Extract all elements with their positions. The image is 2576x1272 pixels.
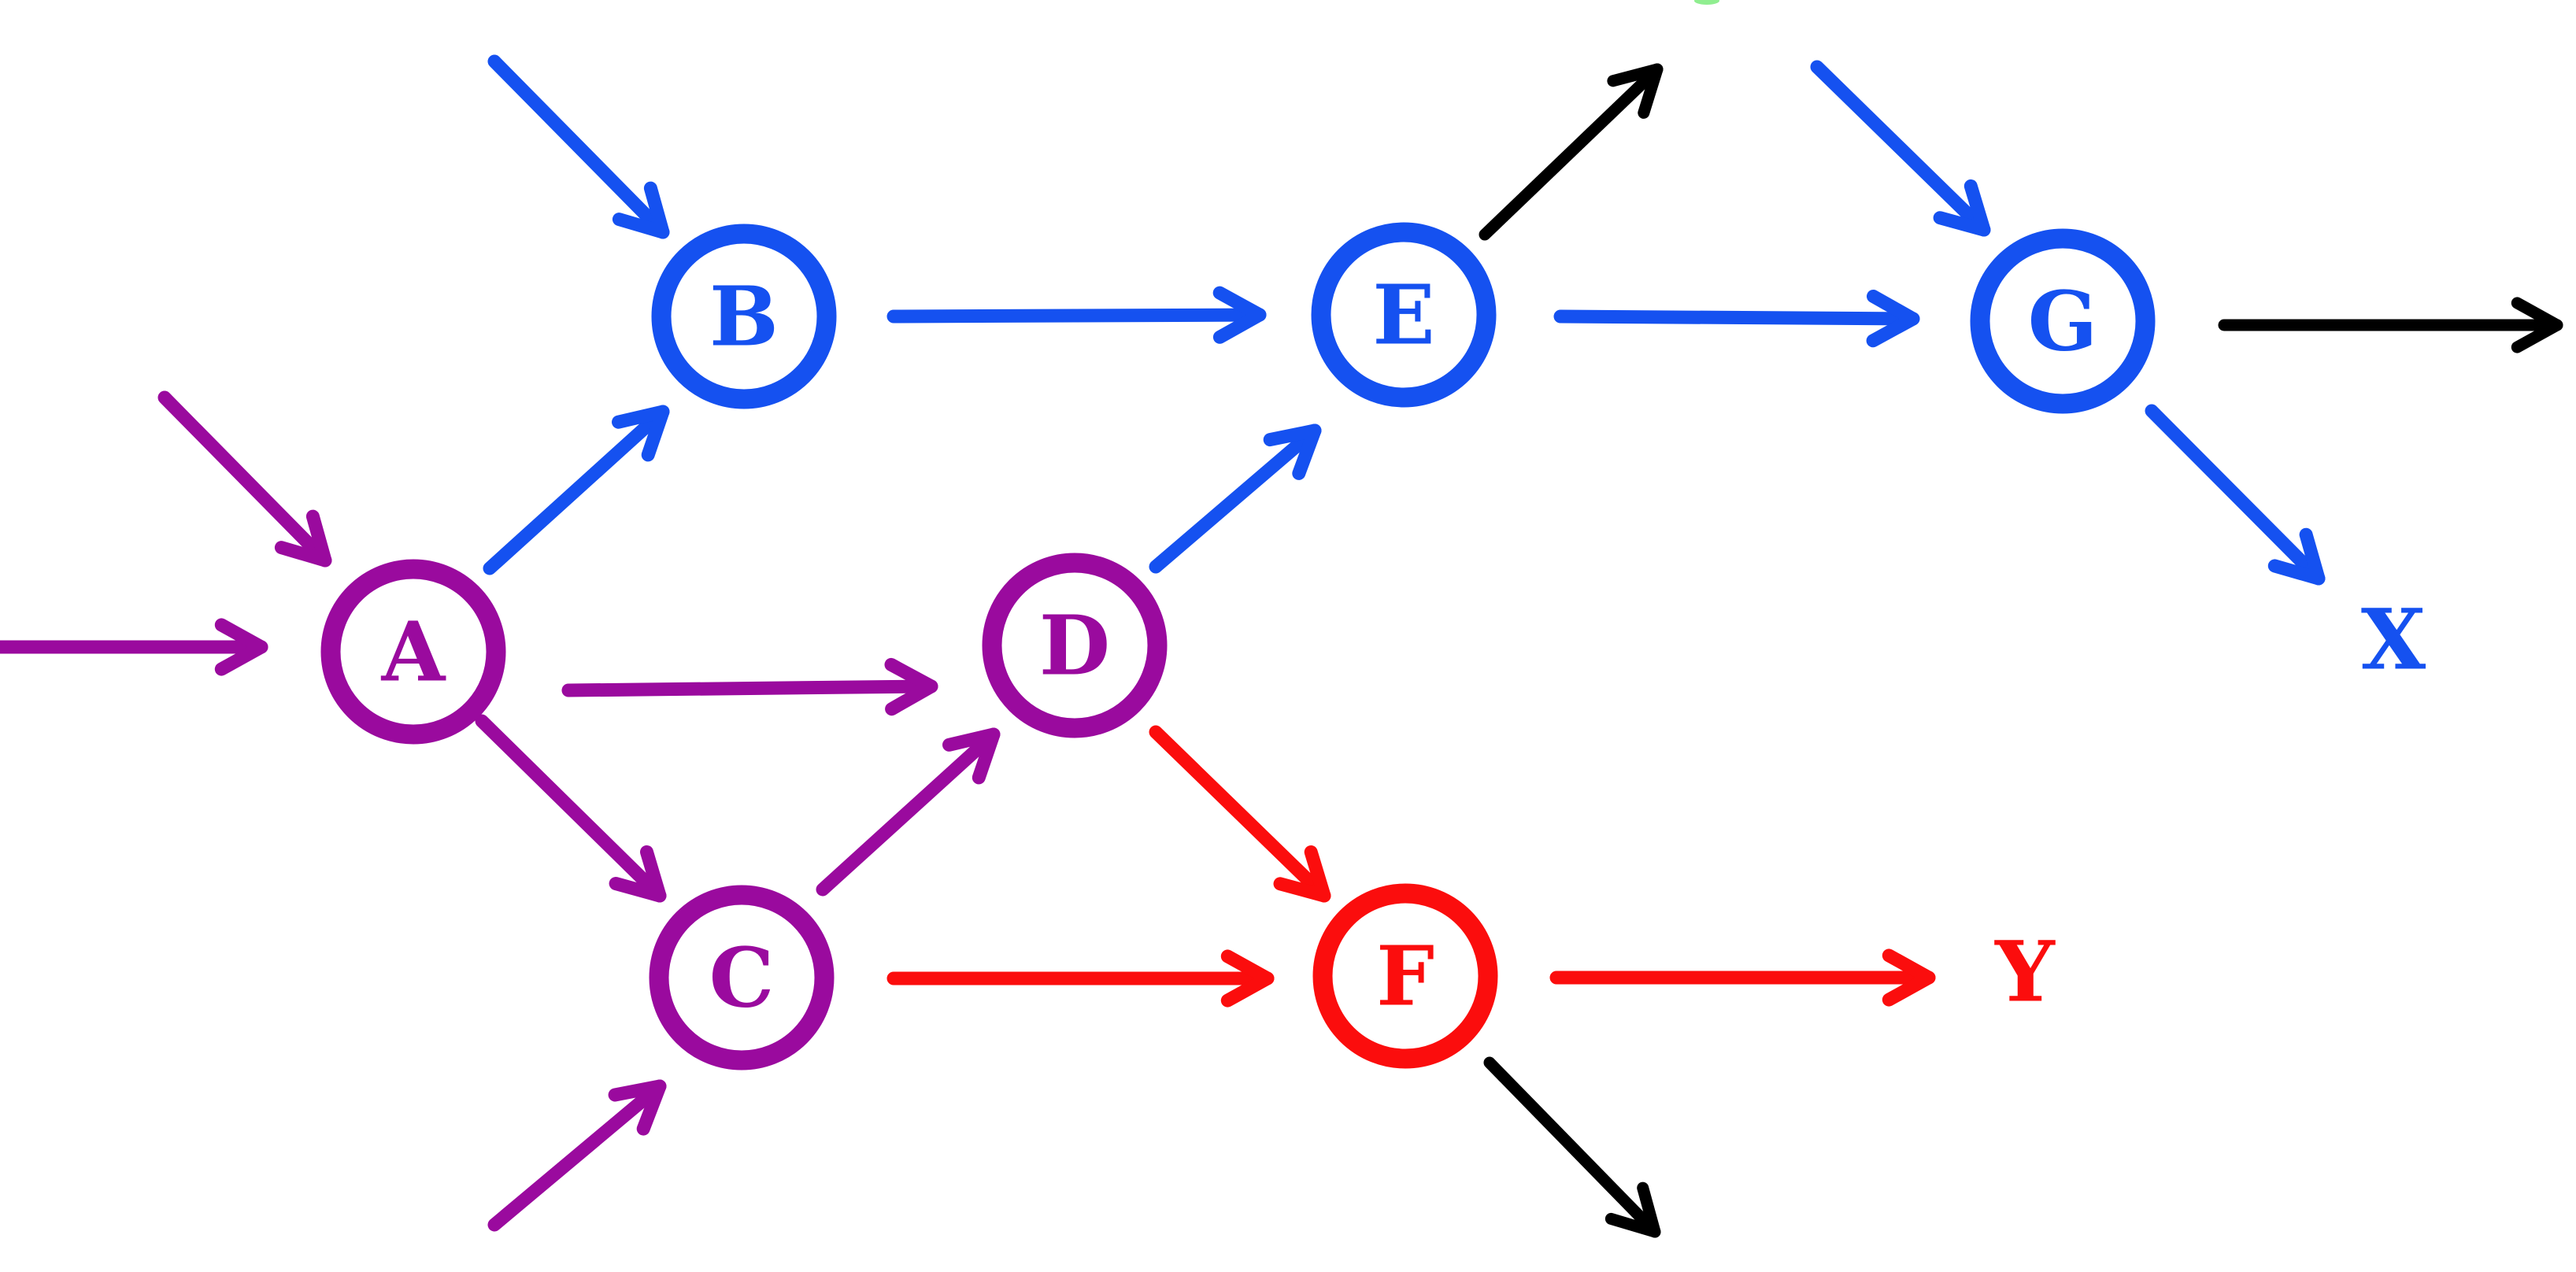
node-F [1312, 883, 1498, 1069]
edge-external-to-B [487, 54, 670, 239]
arrowhead-A-to-D [884, 657, 938, 716]
terminal-label-Y: Y [1994, 923, 2056, 1021]
arrowhead-D-to-F [1273, 845, 1331, 903]
edge-D-to-F [1149, 725, 1331, 903]
arrowhead-external-to-A-horizontal [214, 618, 268, 676]
node-D [982, 553, 1168, 738]
edge-external-to-G [1810, 60, 1991, 237]
arrowhead-D-to-E [1263, 423, 1322, 480]
node-label-E: E [1372, 267, 1434, 364]
edge-C-to-D [816, 727, 1001, 897]
node-label-C: C [709, 930, 775, 1026]
node-E [1311, 222, 1497, 408]
node-B [651, 224, 837, 409]
top-edge-green-artifact [1694, 0, 1719, 5]
edge-A-to-C [475, 714, 667, 903]
arrowhead-A-to-C [609, 845, 667, 903]
edge-G-to-X [2145, 404, 2326, 586]
arrowhead-G-to-X [2267, 527, 2326, 586]
edge-F-to-external [1483, 1056, 1661, 1238]
edge-B-to-E [886, 308, 1267, 324]
node-label-G: G [2028, 273, 2098, 370]
arrowhead-G-to-external [2511, 297, 2563, 353]
arrowhead-C-to-D [942, 727, 1001, 785]
node-label-B: B [709, 268, 779, 365]
node-label-D: D [1039, 597, 1110, 694]
edge-E-to-external [1479, 63, 1664, 241]
arrowhead-E-to-external [1607, 63, 1664, 119]
arrowhead-F-to-Y [1882, 948, 1936, 1007]
edge-D-to-E [1149, 423, 1322, 574]
edge-external-to-A-diagonal [157, 390, 332, 568]
terminal-label-X: X [2361, 590, 2426, 689]
edge-external-to-C [487, 1079, 667, 1232]
edge-E-to-G [1553, 309, 1920, 326]
node-C [649, 885, 835, 1070]
arrowhead-A-to-B [612, 405, 670, 462]
arrowhead-external-to-A-diagonal [274, 509, 332, 568]
arrowhead-F-to-external [1604, 1181, 1661, 1238]
arrowhead-E-to-G [1866, 290, 1920, 348]
arrowhead-external-to-C [608, 1079, 667, 1136]
arrowhead-B-to-E [1212, 286, 1267, 344]
arrowhead-external-to-G [1933, 179, 1991, 237]
edge-A-to-D [561, 679, 938, 697]
arrowhead-C-to-F [1220, 949, 1275, 1008]
node-A [320, 559, 506, 745]
node-label-F: F [1376, 928, 1434, 1025]
arrowhead-external-to-B [612, 181, 670, 239]
node-label-A: A [381, 604, 446, 701]
node-G [1970, 228, 2156, 414]
edge-A-to-B [483, 405, 670, 575]
